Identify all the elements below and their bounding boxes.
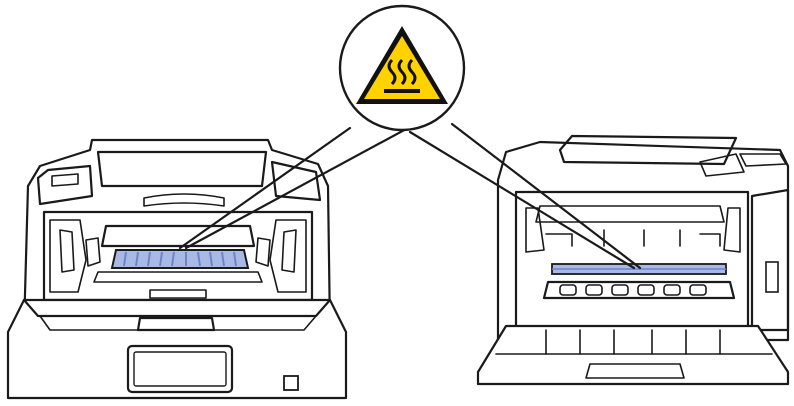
fuser-ribs-front: [123, 251, 237, 267]
rear-cover-guides: [545, 329, 721, 355]
printer-back-open-icon: [476, 134, 790, 386]
printer-front-open-icon: [6, 138, 348, 400]
roller-segments: [559, 284, 707, 296]
callout: [178, 4, 642, 270]
hot-surface-warning-icon: [356, 26, 448, 104]
